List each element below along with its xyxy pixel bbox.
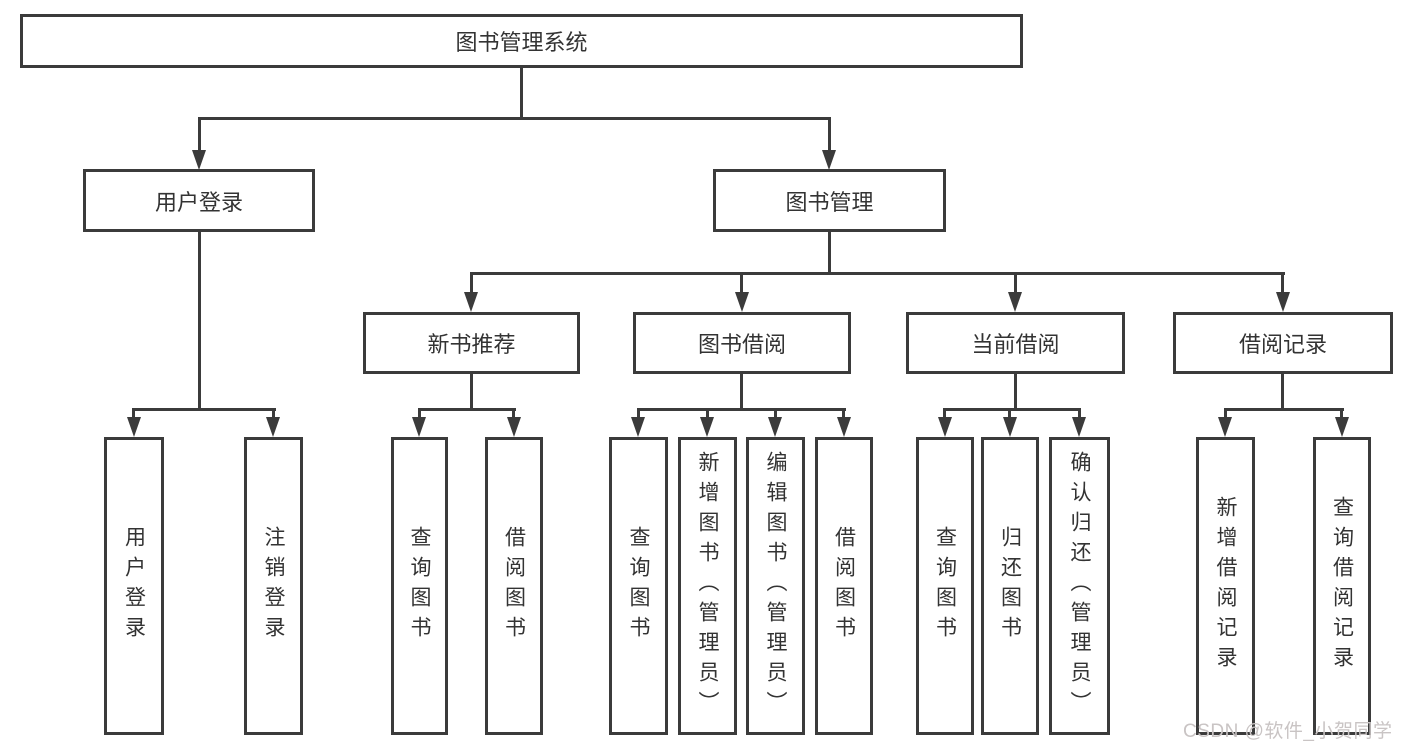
leaf-user-login-label: 用户登录	[122, 526, 146, 646]
node-current-borrow-label: 当前借阅	[971, 332, 1060, 357]
connector-current-down	[1014, 374, 1017, 408]
leaf-current-confirm: 确认归还（管理员）	[1049, 437, 1110, 735]
connector-root-stem	[520, 68, 523, 117]
arrow-down-icon	[127, 417, 141, 437]
arrow-down-icon	[507, 417, 521, 437]
connector-leaf-stem	[418, 408, 421, 420]
node-user-login-branch-label: 用户登录	[154, 189, 243, 215]
arrow-down-icon	[1218, 417, 1232, 437]
leaf-logout-label: 注销登录	[262, 526, 285, 646]
arrow-down-icon	[412, 417, 426, 437]
connector-l3-stem	[470, 272, 473, 296]
leaf-user-login: 用户登录	[104, 437, 164, 735]
connector-leaf-stem	[943, 408, 946, 420]
connector-borrowing-branch	[637, 408, 846, 411]
node-borrow-records-label: 借阅记录	[1238, 332, 1327, 357]
arrow-down-icon	[768, 417, 782, 437]
node-borrow-records: 借阅记录	[1173, 312, 1393, 374]
connector-borrowing-down	[740, 374, 743, 408]
node-root: 图书管理系统	[20, 14, 1023, 68]
connector-leaf-stem	[132, 408, 135, 420]
leaf-borrowing-query: 查询图书	[609, 437, 668, 735]
leaf-borrowing-add: 新增图书（管理员）	[678, 437, 737, 735]
connector-leaf-stem	[1224, 408, 1227, 420]
connector-login-branch	[132, 408, 276, 411]
arrow-down-icon	[631, 417, 645, 437]
node-borrowing-label: 图书借阅	[697, 332, 786, 357]
arrow-down-icon	[192, 150, 206, 170]
leaf-current-query: 查询图书	[916, 437, 974, 735]
leaf-borrowing-edit-label: 编辑图书（管理员）	[764, 451, 787, 721]
leaf-borrowing-borrow: 借阅图书	[815, 437, 873, 735]
connector-records-branch	[1224, 408, 1344, 411]
arrow-down-icon	[1003, 417, 1017, 437]
node-root-label: 图书管理系统	[455, 30, 588, 55]
leaf-current-return-label: 归还图书	[998, 526, 1022, 646]
leaf-logout: 注销登录	[244, 437, 303, 735]
connector-l3-stem	[740, 272, 743, 296]
arrow-down-icon	[1335, 417, 1349, 437]
connector-leaf-stem	[637, 408, 640, 420]
connector-l3-stem	[1281, 272, 1284, 296]
connector-current-branch	[943, 408, 1081, 411]
arrow-down-icon	[266, 417, 280, 437]
connector-login-stem	[198, 117, 201, 153]
leaf-records-add: 新增借阅记录	[1196, 437, 1255, 735]
node-current-borrow: 当前借阅	[906, 312, 1125, 374]
arrow-down-icon	[837, 417, 851, 437]
connector-leaf-stem	[1340, 408, 1343, 420]
leaf-current-confirm-label: 确认归还（管理员）	[1068, 451, 1091, 721]
leaf-current-query-label: 查询图书	[933, 526, 957, 646]
leaf-borrowing-edit: 编辑图书（管理员）	[746, 437, 805, 735]
arrow-down-icon	[1072, 417, 1086, 437]
connector-leaf-stem	[842, 408, 845, 420]
node-book-mgmt-branch-label: 图书管理	[785, 189, 874, 215]
connector-leaf-stem	[1078, 408, 1081, 420]
arrow-down-icon	[735, 292, 749, 312]
leaf-newbooks-borrow: 借阅图书	[485, 437, 543, 735]
csdn-watermark: CSDN @软件_小贺同学	[1183, 721, 1393, 742]
arrow-down-icon	[1008, 292, 1022, 312]
node-new-books-label: 新书推荐	[427, 332, 516, 357]
leaf-records-query: 查询借阅记录	[1313, 437, 1371, 735]
connector-mgmt-stem	[828, 117, 831, 153]
arrow-down-icon	[938, 417, 952, 437]
leaf-newbooks-borrow-label: 借阅图书	[502, 526, 526, 646]
connector-leaf-stem	[774, 408, 777, 420]
connector-login-down	[198, 232, 201, 408]
connector-newbooks-down	[470, 374, 473, 408]
node-new-books: 新书推荐	[363, 312, 580, 374]
connector-mgmt-branch	[470, 272, 1285, 275]
leaf-records-add-label: 新增借阅记录	[1214, 496, 1237, 676]
leaf-borrowing-query-label: 查询图书	[627, 526, 650, 646]
leaf-current-return: 归还图书	[981, 437, 1039, 735]
arrow-down-icon	[1276, 292, 1290, 312]
leaf-borrowing-add-label: 新增图书（管理员）	[696, 451, 719, 721]
connector-leaf-stem	[272, 408, 275, 420]
leaf-newbooks-query-label: 查询图书	[408, 526, 431, 646]
node-borrowing: 图书借阅	[633, 312, 851, 374]
arrow-down-icon	[700, 417, 714, 437]
leaf-borrowing-borrow-label: 借阅图书	[832, 526, 856, 646]
connector-root-branch	[198, 117, 831, 120]
node-user-login-branch: 用户登录	[83, 169, 315, 232]
connector-leaf-stem	[1008, 408, 1011, 420]
connector-leaf-stem	[706, 408, 709, 420]
connector-newbooks-branch	[418, 408, 516, 411]
connector-leaf-stem	[512, 408, 515, 420]
arrow-down-icon	[822, 150, 836, 170]
connector-records-down	[1281, 374, 1284, 408]
arrow-down-icon	[464, 292, 478, 312]
node-book-mgmt-branch: 图书管理	[713, 169, 946, 232]
leaf-newbooks-query: 查询图书	[391, 437, 448, 735]
connector-mgmt-down	[828, 232, 831, 272]
leaf-records-query-label: 查询借阅记录	[1330, 496, 1354, 676]
connector-l3-stem	[1014, 272, 1017, 296]
